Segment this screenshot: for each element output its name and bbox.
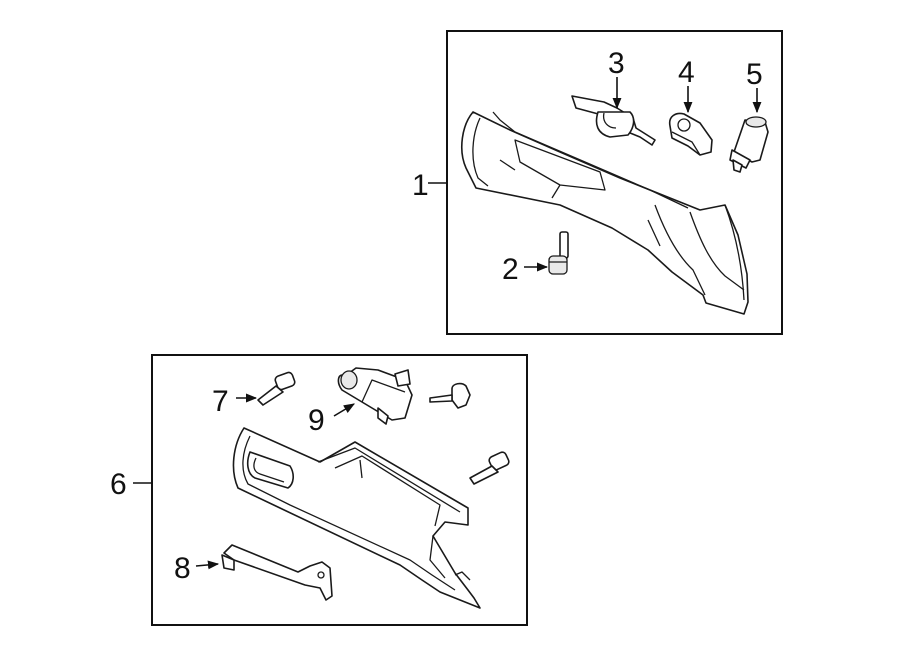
part-8-bracket: 8 [174,544,333,601]
leader-arrow-8 [195,560,220,570]
upper-housing-part [460,111,749,315]
callout-8: 8 [174,552,191,585]
part-4-clip: 4 [668,56,713,156]
unlabeled-screw-right [469,451,510,485]
lower-group-frame [151,354,528,626]
callout-5: 5 [746,58,763,91]
callout-6: 6 [110,468,127,501]
glove-box-bin-part [232,427,481,609]
lower-assembly-group: 6 7 9 [110,354,528,626]
leader-arrow-9 [333,403,355,417]
callout-7: 7 [212,385,229,418]
unlabeled-screw-upper [429,382,471,409]
upper-assembly-group: 1 2 3 [412,30,783,335]
part-3-latch-clip: 3 [571,47,656,146]
part-2-stud: 2 [502,231,569,286]
callout-4: 4 [678,56,695,89]
part-5-damper: 5 [729,58,769,173]
part-9-latch-assembly: 9 [308,367,413,437]
part-7-screw: 7 [212,371,296,418]
callout-2: 2 [502,253,519,286]
callout-9: 9 [308,404,325,437]
callout-3: 3 [608,47,625,80]
callout-1: 1 [412,169,429,202]
